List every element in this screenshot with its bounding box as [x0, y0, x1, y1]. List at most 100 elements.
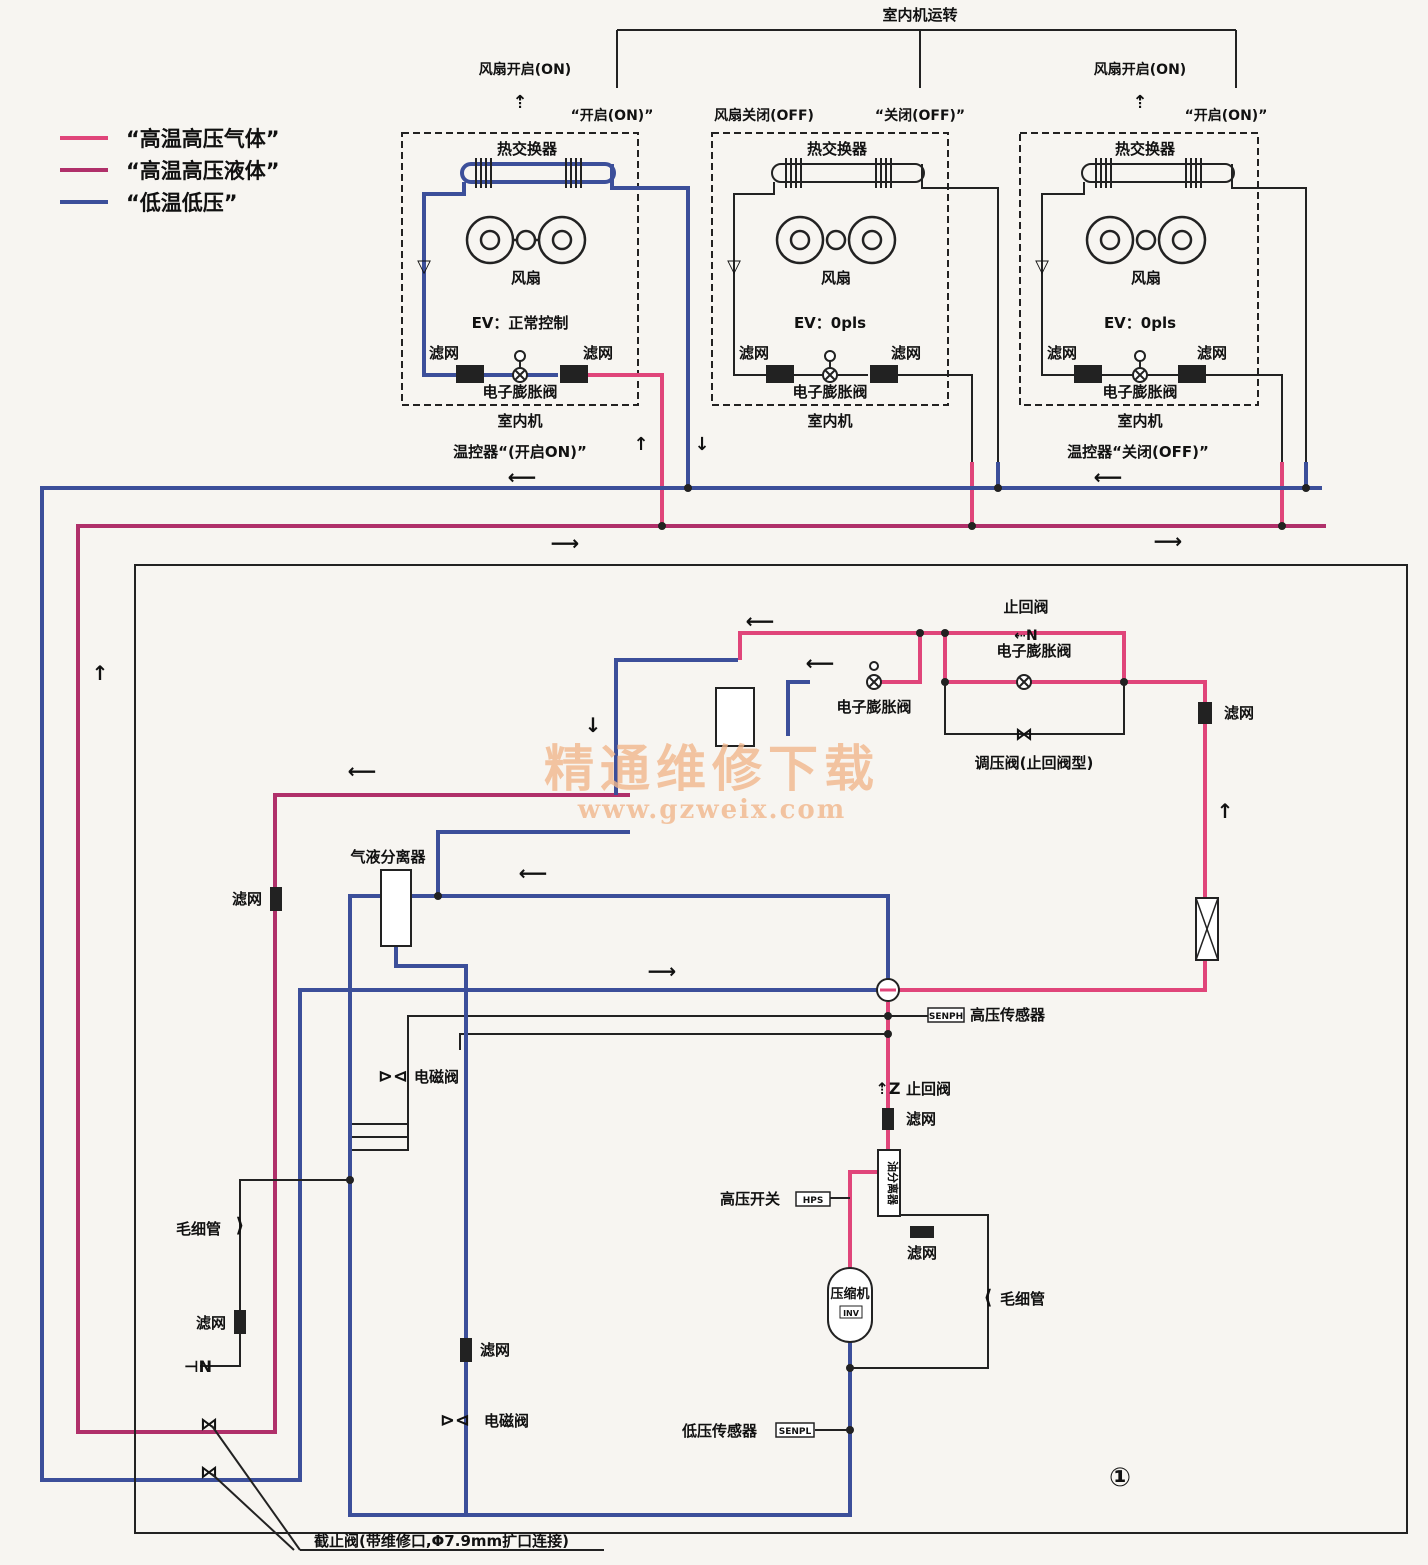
indoor-run-signal: [616, 29, 1237, 88]
check-valve-icon: ⇠N: [1014, 628, 1037, 644]
expansion-valve-icon: [512, 350, 528, 383]
compressor-tag-box: [839, 1305, 863, 1319]
distributor-icon: ▽: [727, 256, 741, 277]
unit-state-label-1: “开启(ON)”: [571, 107, 654, 124]
fan-label-3: 风扇: [1131, 269, 1161, 287]
legend-label-hot-gas: “高温高压气体”: [126, 127, 280, 151]
capillary-right-label: 毛细管: [1000, 1290, 1045, 1308]
left-arrow-icon: ⟵: [806, 651, 835, 675]
expansion-valve-icon: [822, 350, 838, 383]
indoor-coil-2: [733, 163, 999, 462]
hp-sensor-box: [927, 1007, 965, 1023]
up-arrow-icon: ⇡: [512, 92, 527, 113]
filter-icon: [1074, 365, 1102, 383]
up-arrow-icon: ↑: [1217, 799, 1234, 823]
heat-exchanger-fins-2: [785, 158, 892, 188]
outdoor-black-lines: [200, 682, 1125, 1431]
filter-label-2b: 滤网: [891, 344, 921, 362]
heat-exchanger-label-2: 热交换器: [807, 140, 868, 158]
filter-right-label: 滤网: [1224, 704, 1254, 722]
indoor-unit-box-1: [401, 132, 639, 406]
indoor-unit-3: 风扇开启(ON) ⇡ “开启(ON)” 热交换器 ▽ 风扇 EV：0pls 滤网…: [1019, 61, 1308, 528]
capillary-icon: ⟩: [235, 1213, 244, 1237]
heat-exchanger-label-3: 热交换器: [1115, 140, 1176, 158]
filter-label-3b: 滤网: [1197, 344, 1227, 362]
outdoor-pink-lines: [738, 631, 1207, 1270]
ev-label-1: EV：正常控制: [472, 314, 569, 332]
left-arrow-icon: ⟵: [746, 609, 775, 633]
filter-icon: [1198, 702, 1212, 724]
left-arrow-icon: ⟵: [348, 759, 377, 783]
capillary-left-label: 毛细管: [176, 1220, 221, 1238]
thermostat-label-3: 温控器“关闭(OFF)”: [1067, 443, 1209, 461]
filter-left-label: 滤网: [232, 890, 262, 908]
exv-mid-label: 电子膨胀阀: [836, 698, 911, 716]
filter-check-label: 滤网: [906, 1110, 936, 1128]
right-arrow-icon: ⟶: [648, 959, 677, 983]
outdoor-junctions: [346, 629, 1128, 1434]
fan-icon: [1085, 215, 1207, 265]
exv-top-label: 电子膨胀阀: [996, 642, 1071, 660]
thermostat-label-1: 温控器“(开启ON)”: [453, 443, 587, 461]
legend-label-low-temp: “低温低压”: [126, 191, 238, 215]
valve-label-3: 电子膨胀阀: [1102, 383, 1177, 401]
main-pipes: [40, 486, 1326, 1482]
ev-label-2: EV：0pls: [794, 314, 866, 332]
service-port-icon: ⊣N: [184, 1357, 212, 1376]
fan-status-label-2: 风扇关闭(OFF): [714, 107, 814, 124]
up-arrow-icon: ↑: [92, 661, 109, 685]
fan-label-1: 风扇: [511, 269, 541, 287]
filter-icon: [766, 365, 794, 383]
unit-state-label-3: “开启(ON)”: [1185, 107, 1268, 124]
filter-icon: [456, 365, 484, 383]
unit-label-1: 室内机: [497, 412, 542, 430]
compressor-tag: INV: [843, 1309, 860, 1318]
valve-label-2: 电子膨胀阀: [792, 383, 867, 401]
compressor: [827, 1267, 873, 1343]
down-arrow-icon: ↓: [694, 434, 709, 455]
heat-exchanger-label-1: 热交换器: [497, 140, 558, 158]
check-valve-label: 止回阀: [906, 1080, 951, 1098]
unit-label-3: 室内机: [1117, 412, 1162, 430]
fan-icon: [775, 215, 897, 265]
fan-status-label-1: 风扇开启(ON): [479, 61, 571, 78]
left-arrow-icon: ⟵: [508, 465, 537, 489]
circle-number: ①: [1109, 1463, 1131, 1493]
expansion-valve-icon: [1132, 350, 1148, 383]
filter-label-3a: 滤网: [1047, 344, 1077, 362]
hp-switch-tag: HPS: [803, 1196, 824, 1206]
expansion-valve-icon: [866, 661, 1032, 690]
watermark-cn: 精通维修下载: [544, 739, 880, 798]
up-arrow-icon: ↑: [633, 434, 648, 455]
fan-label-2: 风扇: [821, 269, 851, 287]
filter-icon: [1178, 365, 1206, 383]
outdoor-unit-frame: [134, 564, 1408, 1534]
indoor-coil-3: [1041, 163, 1307, 462]
indoor-unit-1: 风扇开启(ON) ⇡ “开启(ON)” 热交换器 ▽ 风扇 EV：正常控制 滤网…: [401, 61, 710, 528]
hp-sensor-label: 高压传感器: [970, 1006, 1046, 1024]
indoor-coil-1: [422, 162, 690, 490]
outdoor-blue-lines: [348, 658, 890, 1517]
filter-icon: [270, 887, 282, 911]
oil-separator: [877, 1149, 901, 1217]
right-arrow-icon: ⟶: [551, 531, 580, 555]
filter-label-1a: 滤网: [429, 344, 459, 362]
indoor-unit-box-3: [1019, 132, 1259, 406]
solenoid-valve-icon: ⊳⊲: [440, 1410, 470, 1431]
left-arrow-icon: ⟵: [1094, 465, 1123, 489]
pressure-valve-label: 调压阀(止回阀型): [975, 754, 1094, 772]
watermark-url: www.gzweix.com: [577, 795, 847, 825]
filter-icon: [870, 365, 898, 383]
heat-exchanger-fins-1: [475, 158, 582, 188]
filter-label-1b: 滤网: [583, 344, 613, 362]
indoor-liquid-line-1: [588, 373, 664, 528]
legend-label-hot-liquid: “高温高压液体”: [126, 159, 280, 183]
stop-valve-label: 截止阀(带维修口,Φ7.9mm扩口连接): [314, 1532, 569, 1550]
filter-icon: [910, 1226, 934, 1238]
check-valve-top-label: 止回阀: [1003, 598, 1048, 616]
right-arrow-icon: ⟶: [1154, 529, 1183, 553]
pressure-valve-icon: ⋈: [1015, 724, 1033, 745]
indoor-unit-2: 风扇关闭(OFF) “关闭(OFF)” 热交换器 ▽ 风扇 EV：0pls 滤网…: [711, 107, 1000, 528]
ev-label-3: EV：0pls: [1104, 314, 1176, 332]
